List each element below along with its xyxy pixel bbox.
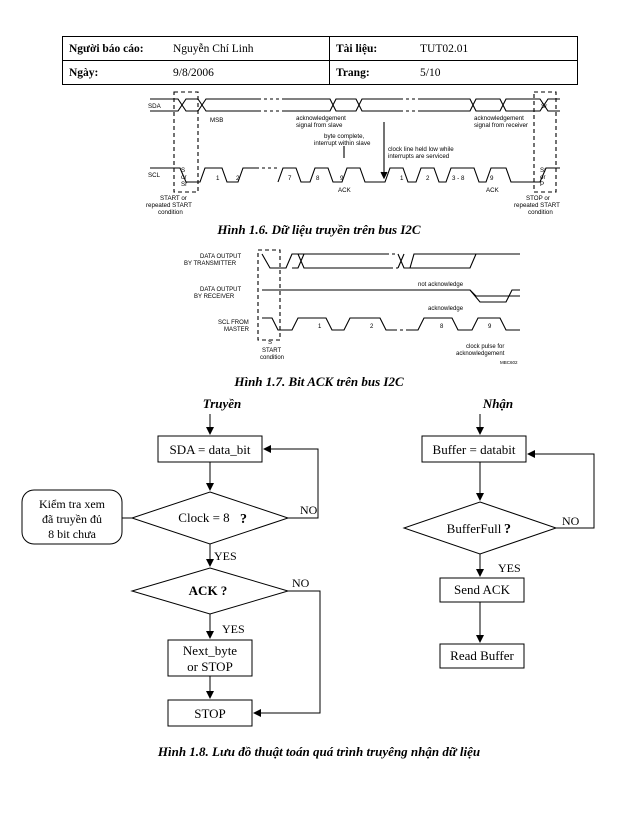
bufferfull-no-label: NO — [562, 514, 580, 528]
clock-a-8: 8 — [316, 175, 320, 182]
clock-b-1: 1 — [400, 175, 404, 182]
note-line3: 8 bit chưa — [48, 527, 96, 541]
reporter-label: Người báo cáo: — [62, 36, 167, 61]
reporter-value: Nguyễn Chí Linh — [167, 36, 330, 61]
bufferfull-decision: BufferFull — [447, 521, 502, 536]
page-label: Trang: — [329, 60, 414, 85]
ack-receiver-line1: acknowledgement — [474, 115, 524, 122]
figure-1-6-caption: Hình 1.6. Dữ liệu truyền trên bus I2C — [217, 222, 421, 237]
acknowledge-label: acknowledge — [428, 306, 464, 312]
buffer-assign-box: Buffer = databit — [433, 442, 516, 457]
clock-pulse-line1: clock pulse for — [466, 344, 504, 350]
clock-held-line1: clock line held low while — [388, 146, 454, 153]
ack-decision: ACK ? — [189, 583, 228, 598]
ack-slave-line2: signal from slave — [296, 122, 343, 129]
ack-yes-label: YES — [222, 622, 245, 636]
scl-clock-2: 2 — [370, 324, 374, 330]
clock-decision: Clock = 8 — [178, 510, 229, 525]
next-byte-line2: or STOP — [187, 659, 233, 674]
ack-label-2: ACK — [486, 187, 500, 194]
bufferfull-question-mark: ? — [504, 522, 511, 537]
figure-1-8-caption: Hình 1.8. Lưu đồ thuật toán quá trình tr… — [157, 744, 481, 759]
clock-a-2: 2 — [236, 175, 240, 182]
start-s-label: S — [268, 340, 272, 346]
clock-a-7: 7 — [288, 175, 292, 182]
clock-b-9: 9 — [490, 175, 494, 182]
i2c-transfer-timing-diagram: SDA SCL MSB acknowledgement signal from … — [146, 91, 560, 216]
report-header: Người báo cáo: Nguyễn Chí Linh Tài liệu:… — [62, 36, 578, 85]
s-or-sr-line1: S — [181, 167, 185, 174]
clock-a-1: 1 — [216, 175, 220, 182]
msb-label: MSB — [210, 117, 223, 124]
document-value: TUT02.01 — [414, 36, 578, 61]
ack-no-label: NO — [292, 576, 310, 590]
clock-yes-label: YES — [214, 549, 237, 563]
receive-title: Nhận — [482, 396, 513, 411]
sr-or-p-line3: P — [540, 181, 544, 188]
sda-assign-box: SDA = data_bit — [170, 442, 251, 457]
not-acknowledge-label: not acknowledge — [418, 282, 464, 288]
start-line2: condition — [260, 355, 284, 361]
scl-clock-8: 8 — [440, 324, 444, 330]
scl-clock-1: 1 — [318, 324, 322, 330]
ack-receiver-line2: signal from receiver — [474, 122, 528, 129]
scl-label: SCL — [148, 172, 161, 179]
data-rx-line2: BY RECEIVER — [194, 294, 235, 300]
stop-box: STOP — [194, 706, 226, 721]
document-label: Tài liệu: — [329, 36, 414, 61]
scl-master-line2: MASTER — [224, 327, 250, 333]
i2c-flowchart: Truyền Nhận SDA = data_bit Kiểm tra xem … — [21, 396, 595, 727]
sda-label: SDA — [148, 103, 162, 110]
clock-question-mark: ? — [240, 512, 247, 527]
send-ack-box: Send ACK — [454, 582, 511, 597]
stop-line1: STOP or — [526, 195, 550, 202]
figure-1-7-caption: Hình 1.7. Bit ACK trên bus I2C — [234, 374, 404, 389]
clock-held-line2: interrupts are serviced — [388, 153, 450, 160]
note-line2: đã truyền đủ — [42, 512, 102, 526]
clock-b-3-8: 3 - 8 — [452, 175, 465, 182]
bufferfull-yes-label: YES — [498, 561, 521, 575]
start-line1: START — [262, 348, 281, 354]
ack-label-1: ACK — [338, 187, 352, 194]
page-value: 5/10 — [414, 60, 578, 85]
read-buffer-box: Read Buffer — [450, 648, 514, 663]
date-label: Ngày: — [62, 60, 167, 85]
clock-a-9: 9 — [340, 175, 344, 182]
sr-top-label: Sr — [541, 103, 547, 110]
transmit-title: Truyền — [203, 396, 242, 411]
scl-master-line1: SCL FROM — [218, 320, 249, 326]
clock-b-2: 2 — [426, 175, 430, 182]
start-line3: condition — [158, 209, 183, 216]
byte-complete-line1: byte complete, — [324, 133, 365, 140]
stop-line3: condition — [528, 209, 553, 216]
start-line1: START or — [160, 195, 187, 202]
ack-slave-line1: acknowledgement — [296, 115, 346, 122]
data-rx-line1: DATA OUTPUT — [200, 287, 241, 293]
date-value: 9/8/2006 — [167, 60, 330, 85]
figure-code: MBC602 — [500, 360, 518, 365]
byte-complete-line2: interrupt within slave — [314, 140, 371, 147]
note-line1: Kiểm tra xem — [39, 497, 106, 511]
clock-no-label: NO — [300, 503, 318, 517]
stop-line2: repeated START — [514, 202, 560, 209]
sr-or-p-line1: Sr — [540, 167, 546, 174]
scl-clock-9: 9 — [488, 324, 492, 330]
data-tx-line2: BY TRANSMITTER — [184, 261, 237, 267]
s-or-sr-line2: or — [181, 174, 187, 181]
start-line2: repeated START — [146, 202, 192, 209]
s-or-sr-line3: Sr — [181, 181, 187, 188]
sr-or-p-line2: or — [540, 174, 546, 181]
data-tx-line1: DATA OUTPUT — [200, 254, 241, 260]
next-byte-line1: Next_byte — [183, 643, 237, 658]
i2c-ack-timing-diagram: DATA OUTPUT BY TRANSMITTER DATA OUTPUT B… — [184, 249, 520, 365]
clock-pulse-line2: acknowledgement — [456, 351, 505, 357]
